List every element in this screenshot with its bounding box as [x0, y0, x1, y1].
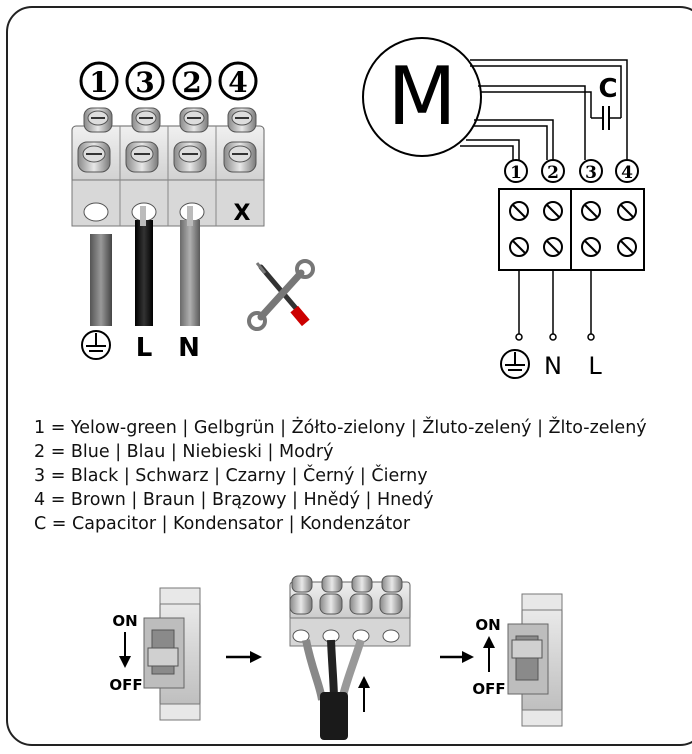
off-label: OFF — [109, 676, 142, 694]
off-label: OFF — [472, 680, 505, 698]
terminal-number-badge: 1 — [79, 61, 119, 101]
motor-symbol: M — [362, 37, 482, 157]
terminal-number-badge: 2 — [172, 61, 212, 101]
supply-label-n: N — [544, 352, 562, 380]
capacitor-symbol: C — [591, 74, 621, 130]
frame-border — [6, 6, 692, 746]
arrow-right-icon — [226, 651, 262, 663]
earth-wire — [90, 234, 112, 326]
terminal-numbers: 1 3 2 4 — [79, 61, 258, 101]
arrow-up-icon — [358, 676, 370, 712]
terminal-block: X — [71, 107, 265, 227]
schematic-number-badge: 2 — [541, 159, 565, 183]
schematic-number: 3 — [585, 163, 597, 183]
step-switch-on: ON OFF — [472, 593, 563, 727]
schematic-number-badge: 3 — [579, 159, 603, 183]
supply-label-l: L — [588, 352, 602, 380]
motor-label: M — [387, 50, 456, 143]
unused-terminal-mark: X — [234, 201, 251, 226]
line-wire — [135, 220, 153, 326]
legend-line: 2 = Blue | Blau | Niebieski | Modrý — [34, 442, 334, 462]
terminal-number: 4 — [228, 66, 247, 99]
on-label: ON — [475, 616, 500, 634]
terminal-number-badge: 3 — [125, 61, 165, 101]
schematic-number-badge: 4 — [615, 159, 639, 183]
circuit-breaker — [143, 587, 201, 721]
schematic-number: 1 — [510, 163, 522, 183]
motor-leads — [460, 59, 628, 160]
wires — [90, 206, 200, 326]
schematic: M C 1 2 — [362, 37, 645, 380]
arrow-right-icon — [440, 651, 474, 663]
terminal-number-badge: 4 — [218, 61, 258, 101]
cable — [302, 638, 365, 740]
step-connect-wires — [289, 575, 411, 740]
earth-icon — [81, 330, 111, 360]
tools-icon — [247, 259, 315, 331]
on-label: ON — [112, 612, 137, 630]
supply-leads — [515, 270, 595, 341]
neutral-wire — [180, 220, 200, 326]
arrow-up-icon — [483, 636, 495, 672]
terminal-number: 2 — [182, 66, 201, 99]
schematic-number-badge: 1 — [504, 159, 528, 183]
terminal-number: 3 — [135, 66, 154, 99]
circuit-breaker — [507, 593, 563, 727]
arrow-down-icon — [119, 632, 131, 668]
legend-line: 4 = Brown | Braun | Brązowy | Hnědý | Hn… — [34, 490, 434, 510]
earth-icon — [500, 349, 530, 379]
legend-line: 3 = Black | Schwarz | Czarny | Černý | Č… — [34, 466, 428, 486]
screws — [77, 107, 257, 173]
terminal-number: 1 — [89, 66, 108, 99]
schematic-number: 4 — [621, 163, 633, 183]
step-switch-off: ON OFF — [109, 587, 201, 721]
wire-label-n: N — [178, 333, 200, 363]
legend-line: C = Capacitor | Kondensator | Kondenzáto… — [34, 514, 411, 534]
wire-label-l: L — [136, 333, 153, 363]
capacitor-label: C — [598, 74, 617, 104]
schematic-number: 2 — [547, 163, 559, 183]
color-legend: 1 = Yelow-green | Gelbgrün | Żółto-zielo… — [34, 416, 647, 536]
legend-line: 1 = Yelow-green | Gelbgrün | Żółto-zielo… — [34, 418, 647, 438]
